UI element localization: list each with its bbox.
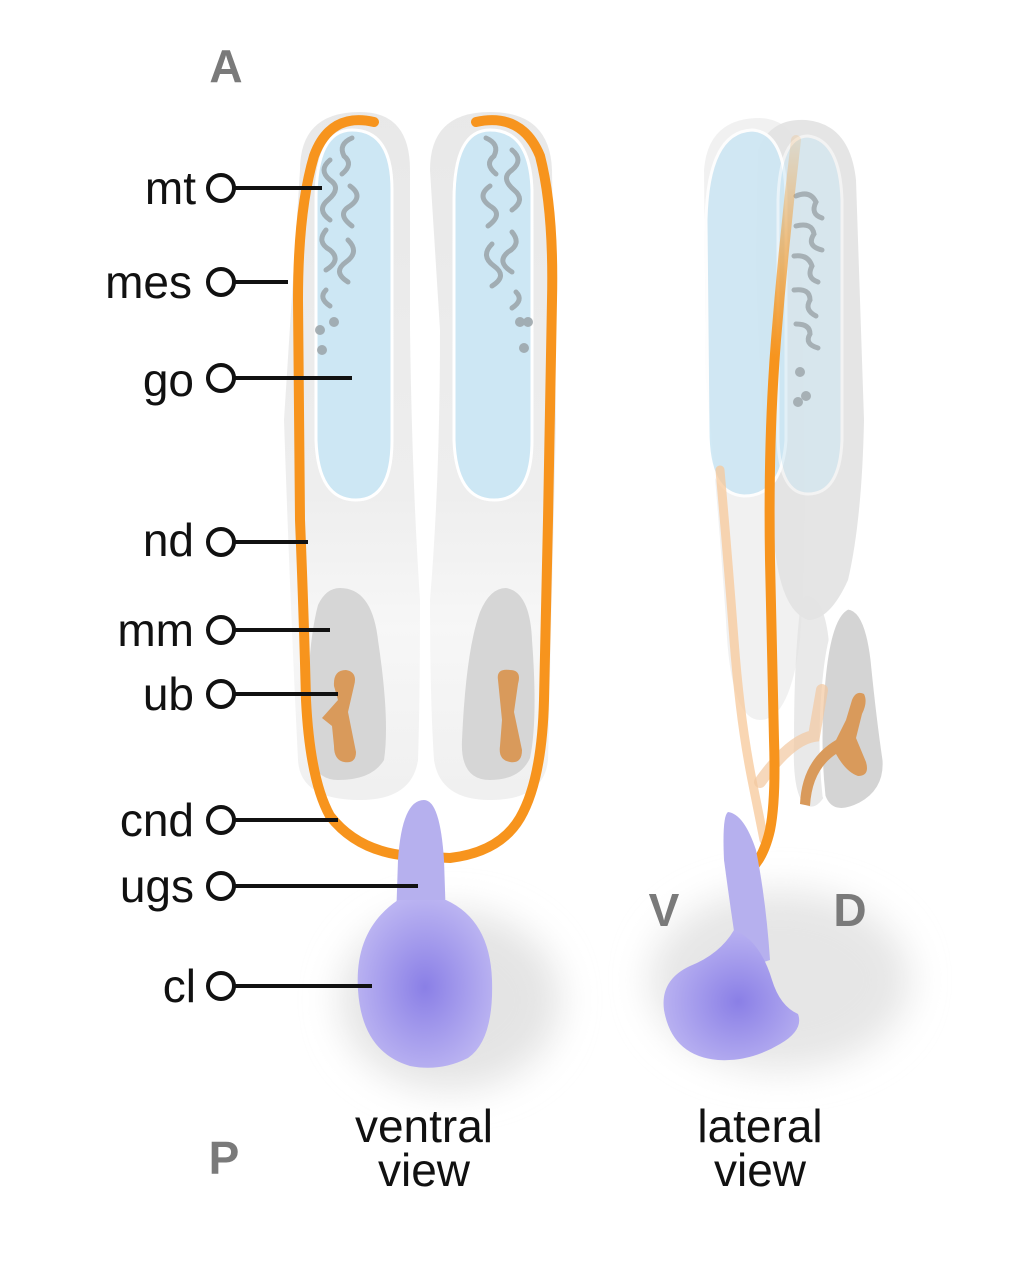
label-cnd: cnd [120,794,194,846]
lateral-ureteric-bud-far [754,684,828,788]
label-ub: ub [143,668,194,720]
left-ureteric-bud [322,670,356,763]
ventral-view-caption-line2: view [378,1144,471,1196]
label-leaders [206,173,418,1001]
right-gonad [452,128,534,502]
lateral-nephric-duct-far [715,465,769,845]
lateral-view [650,118,910,1070]
label-cl: cl [163,960,196,1012]
label-mes: mes [105,256,192,308]
urogenital-sinus [396,800,446,920]
posterior-label: P [209,1132,240,1184]
left-gonad [314,128,394,502]
label-go: go [143,354,194,406]
right-ureteric-bud [497,669,522,763]
ventral-view-caption-line1: ventral [355,1100,493,1152]
lateral-nephric-duct-near [747,135,801,873]
label-ugs: ugs [120,860,194,912]
label-mm: mm [117,604,194,656]
lateral-mesonephric-tubules [791,191,825,407]
lateral-view-caption-line2: view [714,1144,807,1196]
ventral-label: V [649,884,680,936]
dorsal-label: D [833,884,866,936]
lateral-ureteric-bud-near [800,692,867,806]
cloaca [357,900,493,1068]
label-nd: nd [143,514,194,566]
lateral-cloaca [663,930,800,1061]
label-mt: mt [145,162,196,214]
right-mesonephric-tubules [480,135,533,353]
lateral-view-caption-line1: lateral [697,1100,822,1152]
nephric-duct-loop [292,115,558,864]
left-mesonephric-tubules [315,135,360,355]
anterior-label: A [209,40,242,92]
ventral-view: mt mes go nd mm ub cnd ugs cl [105,112,560,1090]
